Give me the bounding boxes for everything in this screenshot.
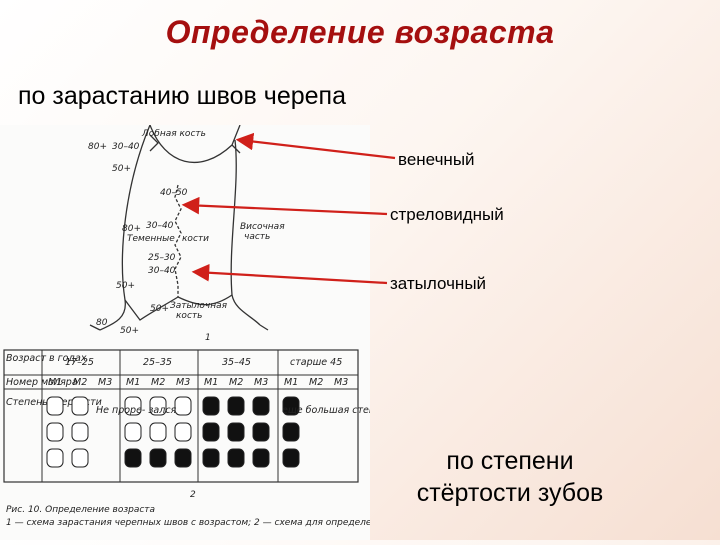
age-label: 50+ [112, 164, 131, 174]
tooth-icon [253, 449, 269, 467]
textbook-figure: Лобная кость 80+ 30–40 50+ 40–50 80+ 30–… [0, 125, 370, 540]
slide-subtitle: по зарастанию швов черепа [18, 82, 346, 111]
label-sagittal-suture: стреловидный [390, 205, 504, 225]
bone-label: Височная [240, 222, 285, 232]
molar-header: M2 [309, 377, 323, 388]
age-group: старше 45 [290, 357, 342, 368]
bone-label: Теменные [127, 234, 175, 244]
teeth-wear-line2: стёртости зубов [380, 477, 640, 509]
bone-label: Затылочная [170, 301, 228, 311]
tooth-icon [175, 397, 191, 415]
molar-header: M2 [151, 377, 165, 388]
molar-header: M1 [48, 377, 62, 388]
label-lambdoid-suture: затылочный [390, 274, 486, 294]
tooth-icon [283, 423, 299, 441]
tooth-icon [253, 423, 269, 441]
teeth-wear-line1: по степени [380, 445, 640, 477]
molar-header: M1 [126, 377, 140, 388]
age-label: 80+ [88, 142, 107, 152]
label-coronal-suture: венечный [398, 150, 475, 170]
tooth-icon [175, 449, 191, 467]
tooth-icon [72, 423, 88, 441]
tooth-icon [228, 423, 244, 441]
age-label: 50+ [120, 326, 139, 336]
age-group: 17–25 [65, 357, 94, 368]
row-label: Номер моляра [6, 377, 78, 388]
tooth-icon [47, 397, 63, 415]
tooth-icon [228, 449, 244, 467]
age-label: 80 [96, 318, 108, 328]
tooth-icon [203, 397, 219, 415]
age-label: 30–40 [146, 221, 174, 231]
figure-caption: Рис. 10. Определение возраста [6, 505, 155, 515]
molar-header: M1 [284, 377, 298, 388]
age-label: 80+ [122, 224, 141, 234]
age-label: 50+ [150, 304, 169, 314]
note-not-erupted: Не проре- зался [96, 405, 177, 416]
molar-header: M2 [229, 377, 243, 388]
bone-label: кости [182, 234, 209, 244]
molar-header: M2 [73, 377, 87, 388]
figure-number: 2 [190, 490, 196, 500]
age-label: 40–50 [160, 188, 188, 198]
tooth-icon [47, 423, 63, 441]
tooth-icon [203, 449, 219, 467]
bone-label: кость [176, 311, 202, 321]
molar-header: M3 [254, 377, 268, 388]
tooth-icon [175, 423, 191, 441]
bone-label: Лобная кость [141, 129, 206, 139]
bone-label: часть [244, 232, 270, 242]
tooth-icon [72, 449, 88, 467]
age-label: 50+ [116, 281, 135, 291]
molar-header: M1 [204, 377, 218, 388]
tooth-icon [125, 423, 141, 441]
teeth-wear-label: по степени стёртости зубов [380, 445, 640, 509]
note-more-wear: еще большая степень стер- тости [282, 405, 370, 416]
tooth-icon [203, 423, 219, 441]
tooth-icon [228, 397, 244, 415]
slide-title: Определение возраста [0, 14, 720, 51]
age-label: 30–40 [112, 142, 140, 152]
teeth-table: Возраст в годах Номер моляра Степень сте… [4, 350, 370, 482]
figure-number: 1 [205, 333, 211, 343]
age-label: 25–30 [148, 253, 176, 263]
tooth-icon [47, 449, 63, 467]
molar-header: M3 [176, 377, 190, 388]
tooth-icon [72, 397, 88, 415]
molar-header: M3 [334, 377, 348, 388]
tooth-icon [150, 449, 166, 467]
skull-sutures-diagram: Лобная кость 80+ 30–40 50+ 40–50 80+ 30–… [0, 125, 370, 540]
tooth-icon [253, 397, 269, 415]
molar-header: M3 [98, 377, 112, 388]
tooth-icon [125, 449, 141, 467]
age-group: 35–45 [222, 357, 251, 368]
age-label: 30–40 [148, 266, 176, 276]
figure-caption-detail: 1 — схема зарастания черепных швов с воз… [6, 518, 370, 528]
age-group: 25–35 [143, 357, 172, 368]
tooth-icon [150, 423, 166, 441]
tooth-icon [283, 449, 299, 467]
